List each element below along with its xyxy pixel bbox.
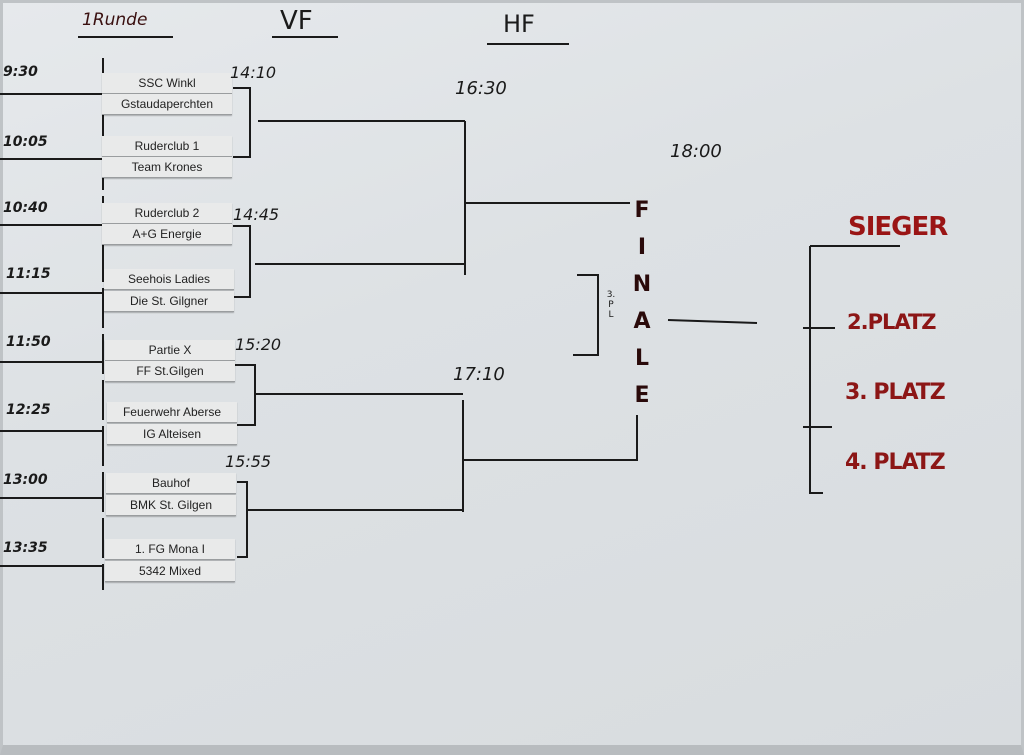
vf-time: 15:20 <box>235 335 282 354</box>
team-label: Bauhof <box>106 473 236 494</box>
match-time: 13:35 <box>3 540 48 556</box>
finale-letter: F <box>634 198 650 223</box>
match-time: 11:15 <box>6 266 51 282</box>
match-time: 10:40 <box>3 200 48 216</box>
team-label: FF St.Gilgen <box>105 361 235 382</box>
finale-letter: E <box>634 383 650 408</box>
vf3-bracket <box>235 364 463 426</box>
third-place-result-label: 3. PLATZ <box>845 380 946 405</box>
team-label: Seehois Ladies <box>104 269 234 290</box>
third-place-bracket <box>573 274 599 356</box>
hf2-bracket <box>462 400 638 512</box>
third-place-text: 3. <box>606 290 616 300</box>
match-time: 13:00 <box>3 472 48 488</box>
team-label: BMK St. Gilgen <box>106 495 236 516</box>
finale-letter: L <box>634 346 650 371</box>
final-output-line <box>667 319 758 324</box>
team-label: Feuerwehr Aberse <box>107 402 237 423</box>
team-label: Partie X <box>105 340 235 361</box>
vf-time: 15:55 <box>225 452 272 471</box>
results-bracket <box>803 245 900 494</box>
team-label: A+G Energie <box>102 224 232 245</box>
vf4-bracket <box>237 481 463 558</box>
team-label: Die St. Gilgner <box>104 291 234 312</box>
hf-time: 17:10 <box>453 364 505 385</box>
finale-letter: A <box>633 309 651 334</box>
vf-time: 14:10 <box>230 63 277 82</box>
header-round1: 1Runde <box>82 10 148 30</box>
team-label: Ruderclub 1 <box>102 136 232 157</box>
header-vf: VF <box>280 6 313 36</box>
header-hf: HF <box>503 10 535 38</box>
finale-letter: I <box>637 235 647 260</box>
hf-time: 16:30 <box>455 78 507 99</box>
match-time: 12:25 <box>6 402 51 418</box>
team-label: SSC Winkl <box>102 73 232 94</box>
third-place-text: P <box>608 300 614 310</box>
team-label: Gstaudaperchten <box>102 94 232 115</box>
winner-label: SIEGER <box>848 212 948 242</box>
vf1-bracket <box>233 87 465 158</box>
final-time: 18:00 <box>670 141 722 162</box>
match-time: 10:05 <box>3 134 48 150</box>
team-label: IG Alteisen <box>107 424 237 445</box>
hf1-bracket <box>464 121 630 275</box>
second-place-label: 2.PLATZ <box>847 310 937 334</box>
time-rows <box>0 93 102 567</box>
match-time: 9:30 <box>3 64 38 80</box>
team-label: Team Krones <box>102 157 232 178</box>
third-place-label: 3. P L <box>605 290 617 320</box>
third-place-text: L <box>608 310 614 320</box>
team-label: 1. FG Mona I <box>105 539 235 560</box>
fourth-place-label: 4. PLATZ <box>845 450 946 475</box>
team-label: 5342 Mixed <box>105 561 235 582</box>
finale-letter: N <box>632 272 652 297</box>
team-label: Ruderclub 2 <box>102 203 232 224</box>
vf-time: 14:45 <box>233 205 280 224</box>
finale-label: F I N A L E <box>632 192 652 414</box>
vf2-bracket <box>233 225 465 298</box>
match-time: 11:50 <box>6 334 51 350</box>
